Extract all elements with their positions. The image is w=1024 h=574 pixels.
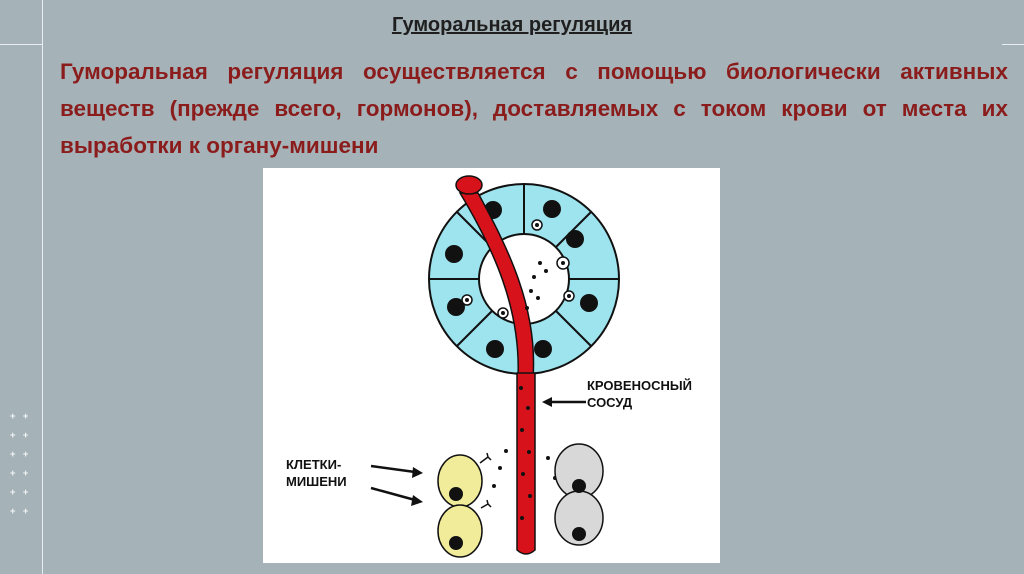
plus-pattern-decoration: + + + + + + + + + + + + — [10, 412, 30, 517]
target-label-line1: КЛЕТКИ- — [286, 457, 341, 472]
vessel-label-line1: КРОВЕНОСНЫЙ — [587, 378, 692, 393]
arrows — [370, 397, 586, 506]
hormone-particles — [492, 261, 557, 520]
gland-cell-nuclei — [445, 200, 598, 358]
target-cells — [437, 452, 492, 558]
left-divider-line — [42, 0, 43, 574]
top-left-rule — [0, 44, 42, 45]
secretory-granules — [461, 219, 575, 319]
non-target-cells — [554, 443, 604, 546]
target-label-line2: МИШЕНИ — [286, 474, 347, 489]
slide-title: Гуморальная регуляция — [391, 14, 633, 36]
vessel-label-line2: СОСУД — [587, 395, 633, 410]
humoral-regulation-diagram: КРОВЕНОСНЫЙ СОСУД КЛЕТКИ- МИШЕНИ — [263, 168, 720, 563]
top-right-rule — [1002, 44, 1024, 45]
slide-body-text: Гуморальная регуляция осуществляется с п… — [60, 59, 1008, 158]
diagram-svg: КРОВЕНОСНЫЙ СОСУД КЛЕТКИ- МИШЕНИ — [286, 175, 692, 558]
blood-vessel — [455, 175, 536, 555]
